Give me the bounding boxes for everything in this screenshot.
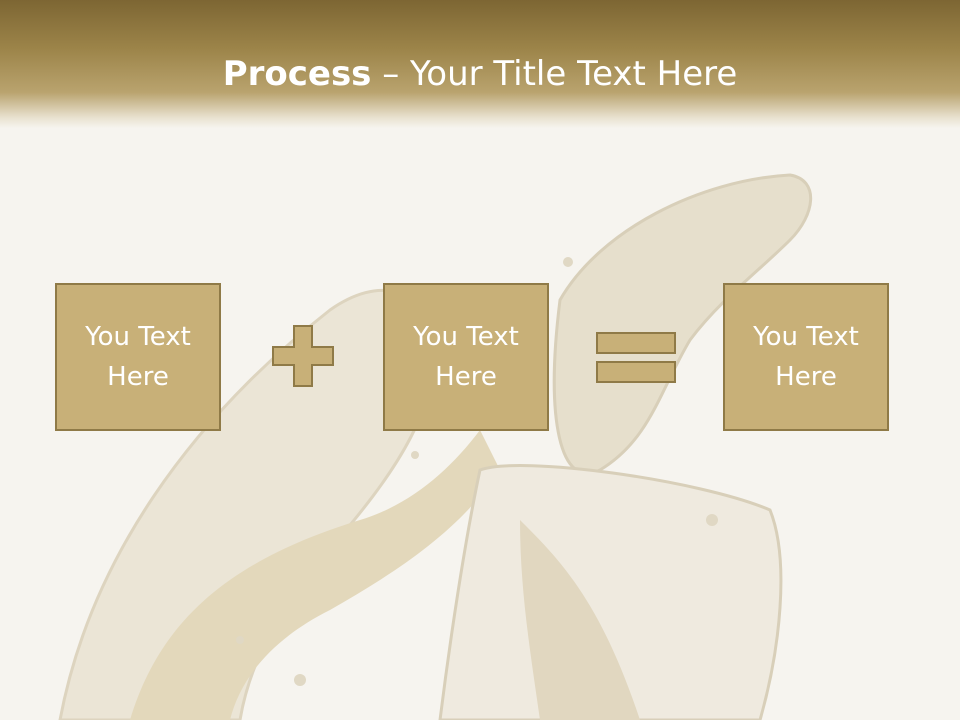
title-rest: – Your Title Text Here	[371, 54, 738, 94]
plus-icon	[272, 325, 334, 387]
box-2-text: You Text Here	[413, 322, 519, 392]
champagne-glasses-background	[58, 173, 813, 720]
process-box-2: You Text Here	[383, 283, 549, 431]
process-box-1: You Text Here	[55, 283, 221, 431]
equals-icon	[596, 332, 676, 383]
box-3-text: You Text Here	[753, 322, 859, 392]
slide-title: Process – Your Title Text Here	[0, 52, 960, 96]
box-1-text: You Text Here	[85, 322, 191, 392]
title-bold: Process	[222, 54, 372, 94]
title-bar	[0, 0, 960, 128]
process-box-3: You Text Here	[723, 283, 889, 431]
